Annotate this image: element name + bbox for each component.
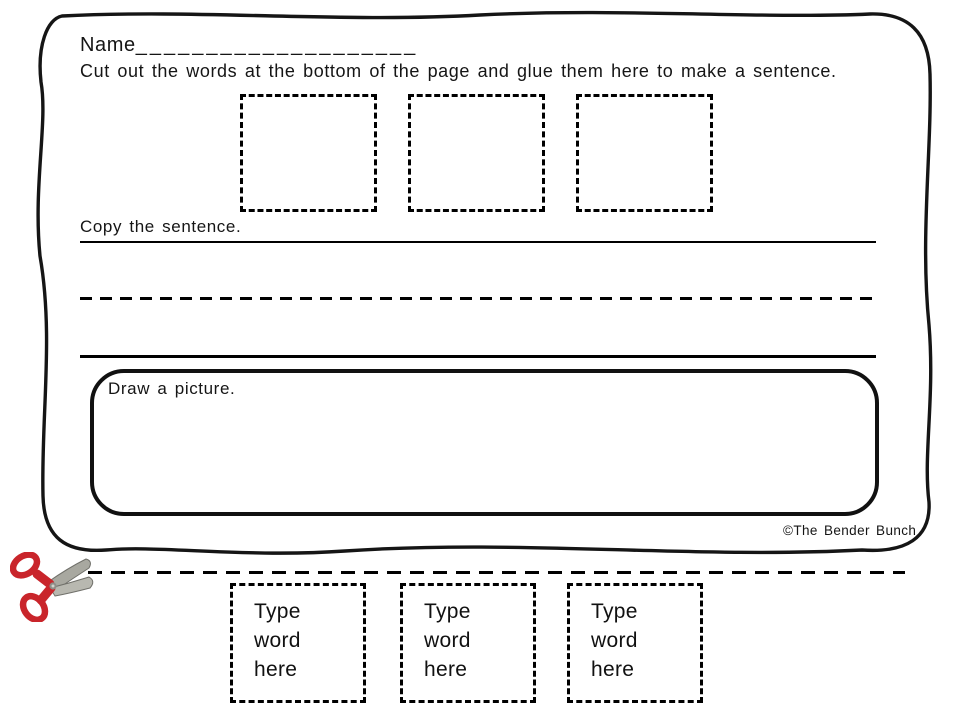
writing-line-bottom	[80, 355, 876, 358]
glue-box-2[interactable]	[408, 94, 545, 212]
copy-sentence-label: Copy the sentence.	[80, 217, 242, 236]
word-card-1[interactable]: Type word here	[230, 583, 366, 703]
word-card-line: here	[424, 658, 468, 681]
cut-line-dashed	[88, 571, 905, 574]
word-card-text: Type word here	[403, 586, 533, 684]
word-card-line: Type	[591, 600, 638, 623]
writing-line-top	[80, 241, 876, 243]
word-card-3[interactable]: Type word here	[567, 583, 703, 703]
name-label: Name	[80, 34, 136, 56]
word-card-line: word	[254, 629, 301, 652]
word-card-line: here	[591, 658, 635, 681]
word-card-line: Type	[254, 600, 301, 623]
glue-box-3[interactable]	[576, 94, 713, 212]
word-card-2[interactable]: Type word here	[400, 583, 536, 703]
name-row: Name____________________	[80, 34, 418, 57]
draw-picture-box[interactable]: Draw a picture.	[90, 369, 879, 516]
name-blank-line[interactable]: ____________________	[135, 34, 419, 56]
scissors-icon	[10, 552, 94, 622]
word-card-line: Type	[424, 600, 471, 623]
word-card-text: Type word here	[570, 586, 700, 684]
draw-picture-label: Draw a picture.	[108, 379, 236, 398]
glue-box-1[interactable]	[240, 94, 377, 212]
word-card-line: word	[424, 629, 471, 652]
writing-line-middle-dashed	[80, 297, 879, 300]
instructions-text: Cut out the words at the bottom of the p…	[80, 61, 837, 81]
word-card-line: here	[254, 658, 298, 681]
word-card-line: word	[591, 629, 638, 652]
credit-text: ©The Bender Bunch	[783, 523, 917, 538]
word-card-text: Type word here	[233, 586, 363, 684]
